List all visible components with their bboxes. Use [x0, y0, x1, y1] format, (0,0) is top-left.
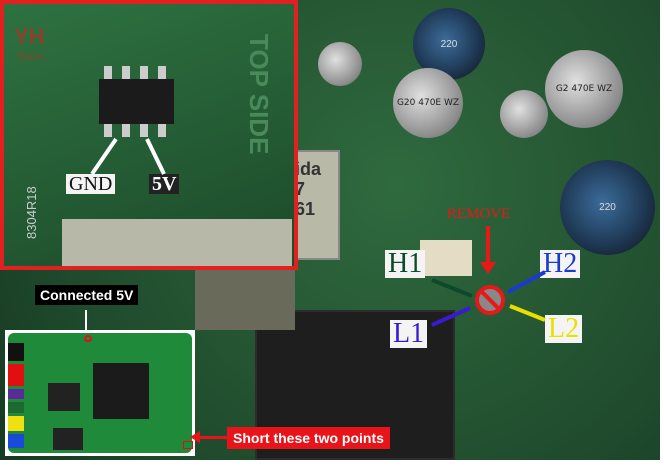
short-points-marker	[183, 441, 193, 449]
connected-5v-arrow	[85, 310, 87, 334]
l2-arrow	[509, 304, 546, 322]
cap-marking: 220	[599, 202, 616, 213]
l1-label: L1	[390, 320, 428, 348]
connected-5v-label: Connected 5V	[35, 285, 139, 305]
wire-pad-blue	[8, 433, 24, 448]
ic-chip	[48, 383, 80, 411]
5v-arrow	[145, 138, 166, 175]
cap-marking: G2 470E WZ	[555, 84, 613, 94]
chip-closeup-inset: YH TECH TOP SIDE 8304R18 GND 5V	[0, 0, 298, 270]
watermark-text: TECH	[16, 52, 44, 63]
gnd-label: GND	[66, 174, 116, 194]
5v-label: 5V	[149, 174, 180, 194]
silkscreen-text: ida	[295, 159, 322, 179]
connector-header: ida 7 61	[290, 150, 340, 260]
silkscreen-text: 7	[295, 178, 306, 199]
capacitor-2: G2 470E WZ	[545, 50, 623, 128]
short-arrow-head	[190, 431, 200, 443]
smd-component	[420, 240, 472, 276]
chip-pins-top	[104, 66, 169, 79]
h2-arrow	[507, 270, 546, 294]
adapter-pcb	[8, 333, 193, 453]
eeprom-chip	[99, 79, 174, 124]
wire-pad-purple	[8, 388, 24, 400]
wire-pad-green	[8, 402, 24, 414]
short-arrow	[195, 436, 227, 439]
cap-marking: G20 470E WZ	[396, 98, 460, 108]
wire-pad-yellow	[8, 416, 24, 431]
l2-label: L2	[545, 315, 583, 343]
remove-symbol-icon	[475, 285, 505, 315]
wire-pads	[8, 343, 24, 448]
mcu-chip	[93, 363, 149, 419]
wire-pad-black	[8, 343, 24, 361]
gnd-arrow	[90, 137, 118, 176]
adapter-board-inset	[5, 330, 195, 456]
ic-chip-2	[53, 428, 83, 450]
h2-label: H2	[540, 250, 581, 278]
h1-arrow	[431, 278, 473, 298]
inductor-right: 220	[560, 160, 655, 255]
connector-shield	[62, 219, 292, 266]
remove-arrow	[486, 226, 490, 266]
watermark-logo: YH	[14, 24, 45, 49]
cap-marking: 220	[440, 38, 458, 50]
capacitor-1: G20 470E WZ	[393, 68, 463, 138]
capacitor-3	[318, 42, 362, 86]
remove-arrow-head	[480, 262, 496, 274]
5v-point-marker	[84, 335, 92, 342]
l1-arrow	[431, 306, 471, 327]
wire-pad-red	[8, 364, 24, 386]
remove-label: REMOVE	[447, 206, 511, 222]
chip-arrows	[90, 137, 166, 176]
chip-pins-bottom	[104, 124, 169, 137]
h1-label: H1	[385, 250, 426, 278]
metal-shield	[195, 270, 295, 330]
silkscreen-text: 61	[295, 198, 316, 219]
short-points-label: Short these two points	[227, 427, 390, 449]
capacitor-4	[500, 90, 548, 138]
